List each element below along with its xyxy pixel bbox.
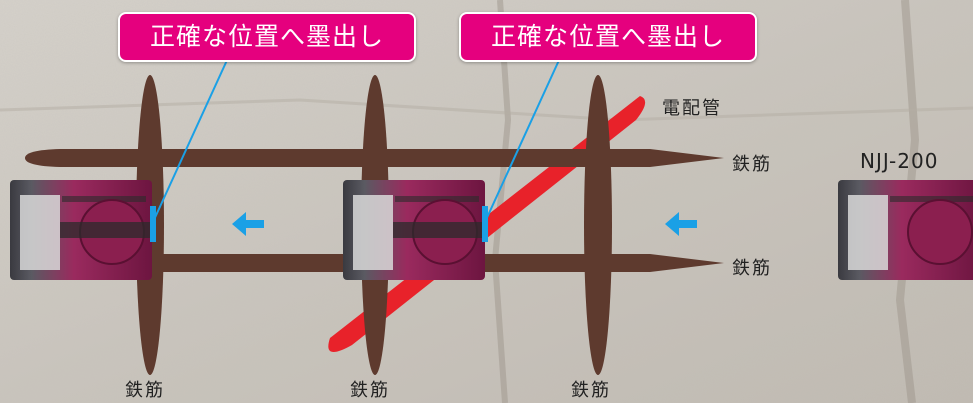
label-conduit: 電配管 [662,98,722,119]
scanner-device-model [838,180,973,280]
label-rebar-bottom: 鉄筋 [732,258,772,279]
vertical-rebar-right [584,75,612,375]
callout-leader-right [484,57,561,223]
scanner-device-center [343,180,488,280]
callout-leader-left [152,57,229,223]
callout-marking-left: 正確な位置へ墨出し [118,12,416,62]
label-model: NJJ-200 [860,149,939,173]
label-rebar-top: 鉄筋 [732,154,772,175]
label-rebar-mid: 鉄筋 [350,380,390,401]
horizontal-rebar-top [25,149,724,167]
label-rebar-left: 鉄筋 [125,380,165,401]
label-rebar-right: 鉄筋 [571,380,611,401]
callout-marking-right: 正確な位置へ墨出し [459,12,757,62]
scanner-device-left [10,180,156,280]
left-arrow-icon [665,212,697,236]
left-arrow-icon [232,212,264,236]
